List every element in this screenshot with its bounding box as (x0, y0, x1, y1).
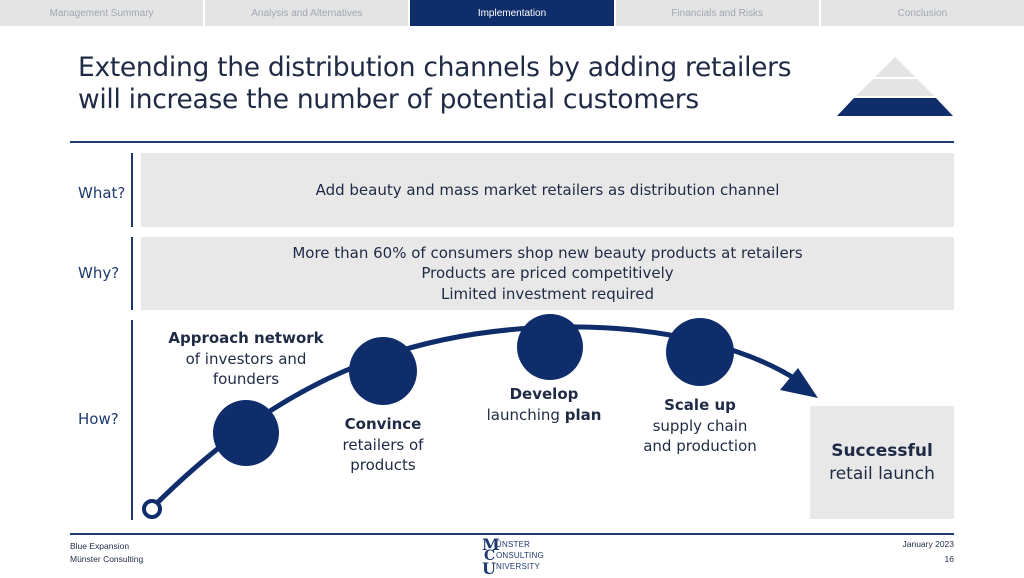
step-circle-4 (666, 318, 734, 386)
step-2-line-2: retailers of (342, 435, 424, 454)
step-4-title: Scale up (664, 396, 736, 414)
step-1-line-3: founders (212, 370, 280, 388)
step-circle-2 (349, 337, 417, 405)
what-text: Add beauty and mass market retailers as … (315, 181, 780, 199)
section-nav: Management Summary Analysis and Alternat… (0, 0, 1024, 26)
slide-title-line-1: Extending the distribution channels by a… (78, 52, 792, 83)
step-3-line-2-bold: plan (564, 405, 602, 424)
footer-company: Blue Expansion (70, 541, 130, 551)
why-line-3: Limited investment required (440, 284, 655, 303)
logo-letter-c: C (484, 548, 496, 564)
footer-date: January 2023 (902, 539, 954, 549)
how-label: How? (78, 410, 119, 428)
step-circle-3 (517, 314, 583, 380)
step-approach-network: Approach network of investors and founde… (162, 328, 330, 390)
step-convince: Convince retailers of products (318, 414, 448, 476)
slide-title-line-2: will increase the number of potential cu… (78, 84, 699, 115)
why-line-1: More than 60% of consumers shop new beau… (292, 243, 803, 262)
footer-left: Blue Expansion Münster Consulting (70, 540, 143, 566)
logo-letter-m: M (482, 535, 500, 554)
step-4-line-3: and production (643, 437, 757, 455)
step-1-line-2: of investors and (185, 349, 307, 368)
university-logo: M C U ÜNSTER ONSULTING NIVERSITY (482, 535, 544, 578)
step-3-title: Develop (509, 385, 579, 403)
logo-line-2: ONSULTING (496, 551, 544, 560)
page-number: 16 (944, 554, 954, 564)
final-line-1: Successful (831, 440, 933, 461)
tab-conclusion[interactable]: Conclusion (897, 7, 948, 19)
footer-consultancy: Münster Consulting (70, 554, 144, 564)
step-develop: Develop launching plan (474, 384, 614, 425)
final-line-2: retail launch (829, 463, 935, 484)
what-divider (131, 153, 133, 227)
footer-divider (70, 533, 954, 535)
why-divider (131, 237, 133, 310)
why-box: More than 60% of consumers shop new beau… (141, 237, 954, 310)
arrowhead-icon (780, 368, 818, 398)
tab-financials-and-risks[interactable]: Financials and Risks (616, 0, 821, 26)
step-scale-up: Scale up supply chain and production (630, 395, 770, 457)
step-3-line-2: launching plan (474, 405, 614, 426)
step-4-line-2: supply chain (652, 416, 748, 435)
what-box: Add beauty and mass market retailers as … (141, 153, 954, 227)
logo-line-3: NIVERSITY (496, 562, 541, 571)
step-2-line-3: products (350, 456, 416, 474)
step-2-title: Convince (344, 415, 422, 433)
footer-right: January 2023 16 (902, 537, 954, 567)
how-divider (131, 320, 133, 520)
title-divider (70, 141, 954, 143)
slide-title: Extending the distribution channels by a… (78, 52, 838, 116)
pyramid-icon (837, 57, 953, 116)
what-label: What? (78, 184, 126, 202)
successful-retail-launch-box: Successful retail launch (810, 406, 954, 519)
logo-letter-u: U (482, 559, 496, 578)
tab-management-summary[interactable]: Management Summary (0, 0, 206, 26)
step-circle-1 (213, 400, 279, 466)
start-point (142, 499, 162, 519)
step-3-line-2-text: launching (486, 405, 565, 424)
tab-analysis-and-alternatives[interactable]: Analysis and Alternatives (205, 0, 411, 26)
tab-implementation[interactable]: Implementation (410, 0, 616, 26)
why-label: Why? (78, 264, 120, 282)
logo-line-1: ÜNSTER (496, 540, 531, 549)
why-line-2: Products are priced competitively (421, 264, 674, 283)
step-1-title: Approach network (168, 329, 324, 347)
